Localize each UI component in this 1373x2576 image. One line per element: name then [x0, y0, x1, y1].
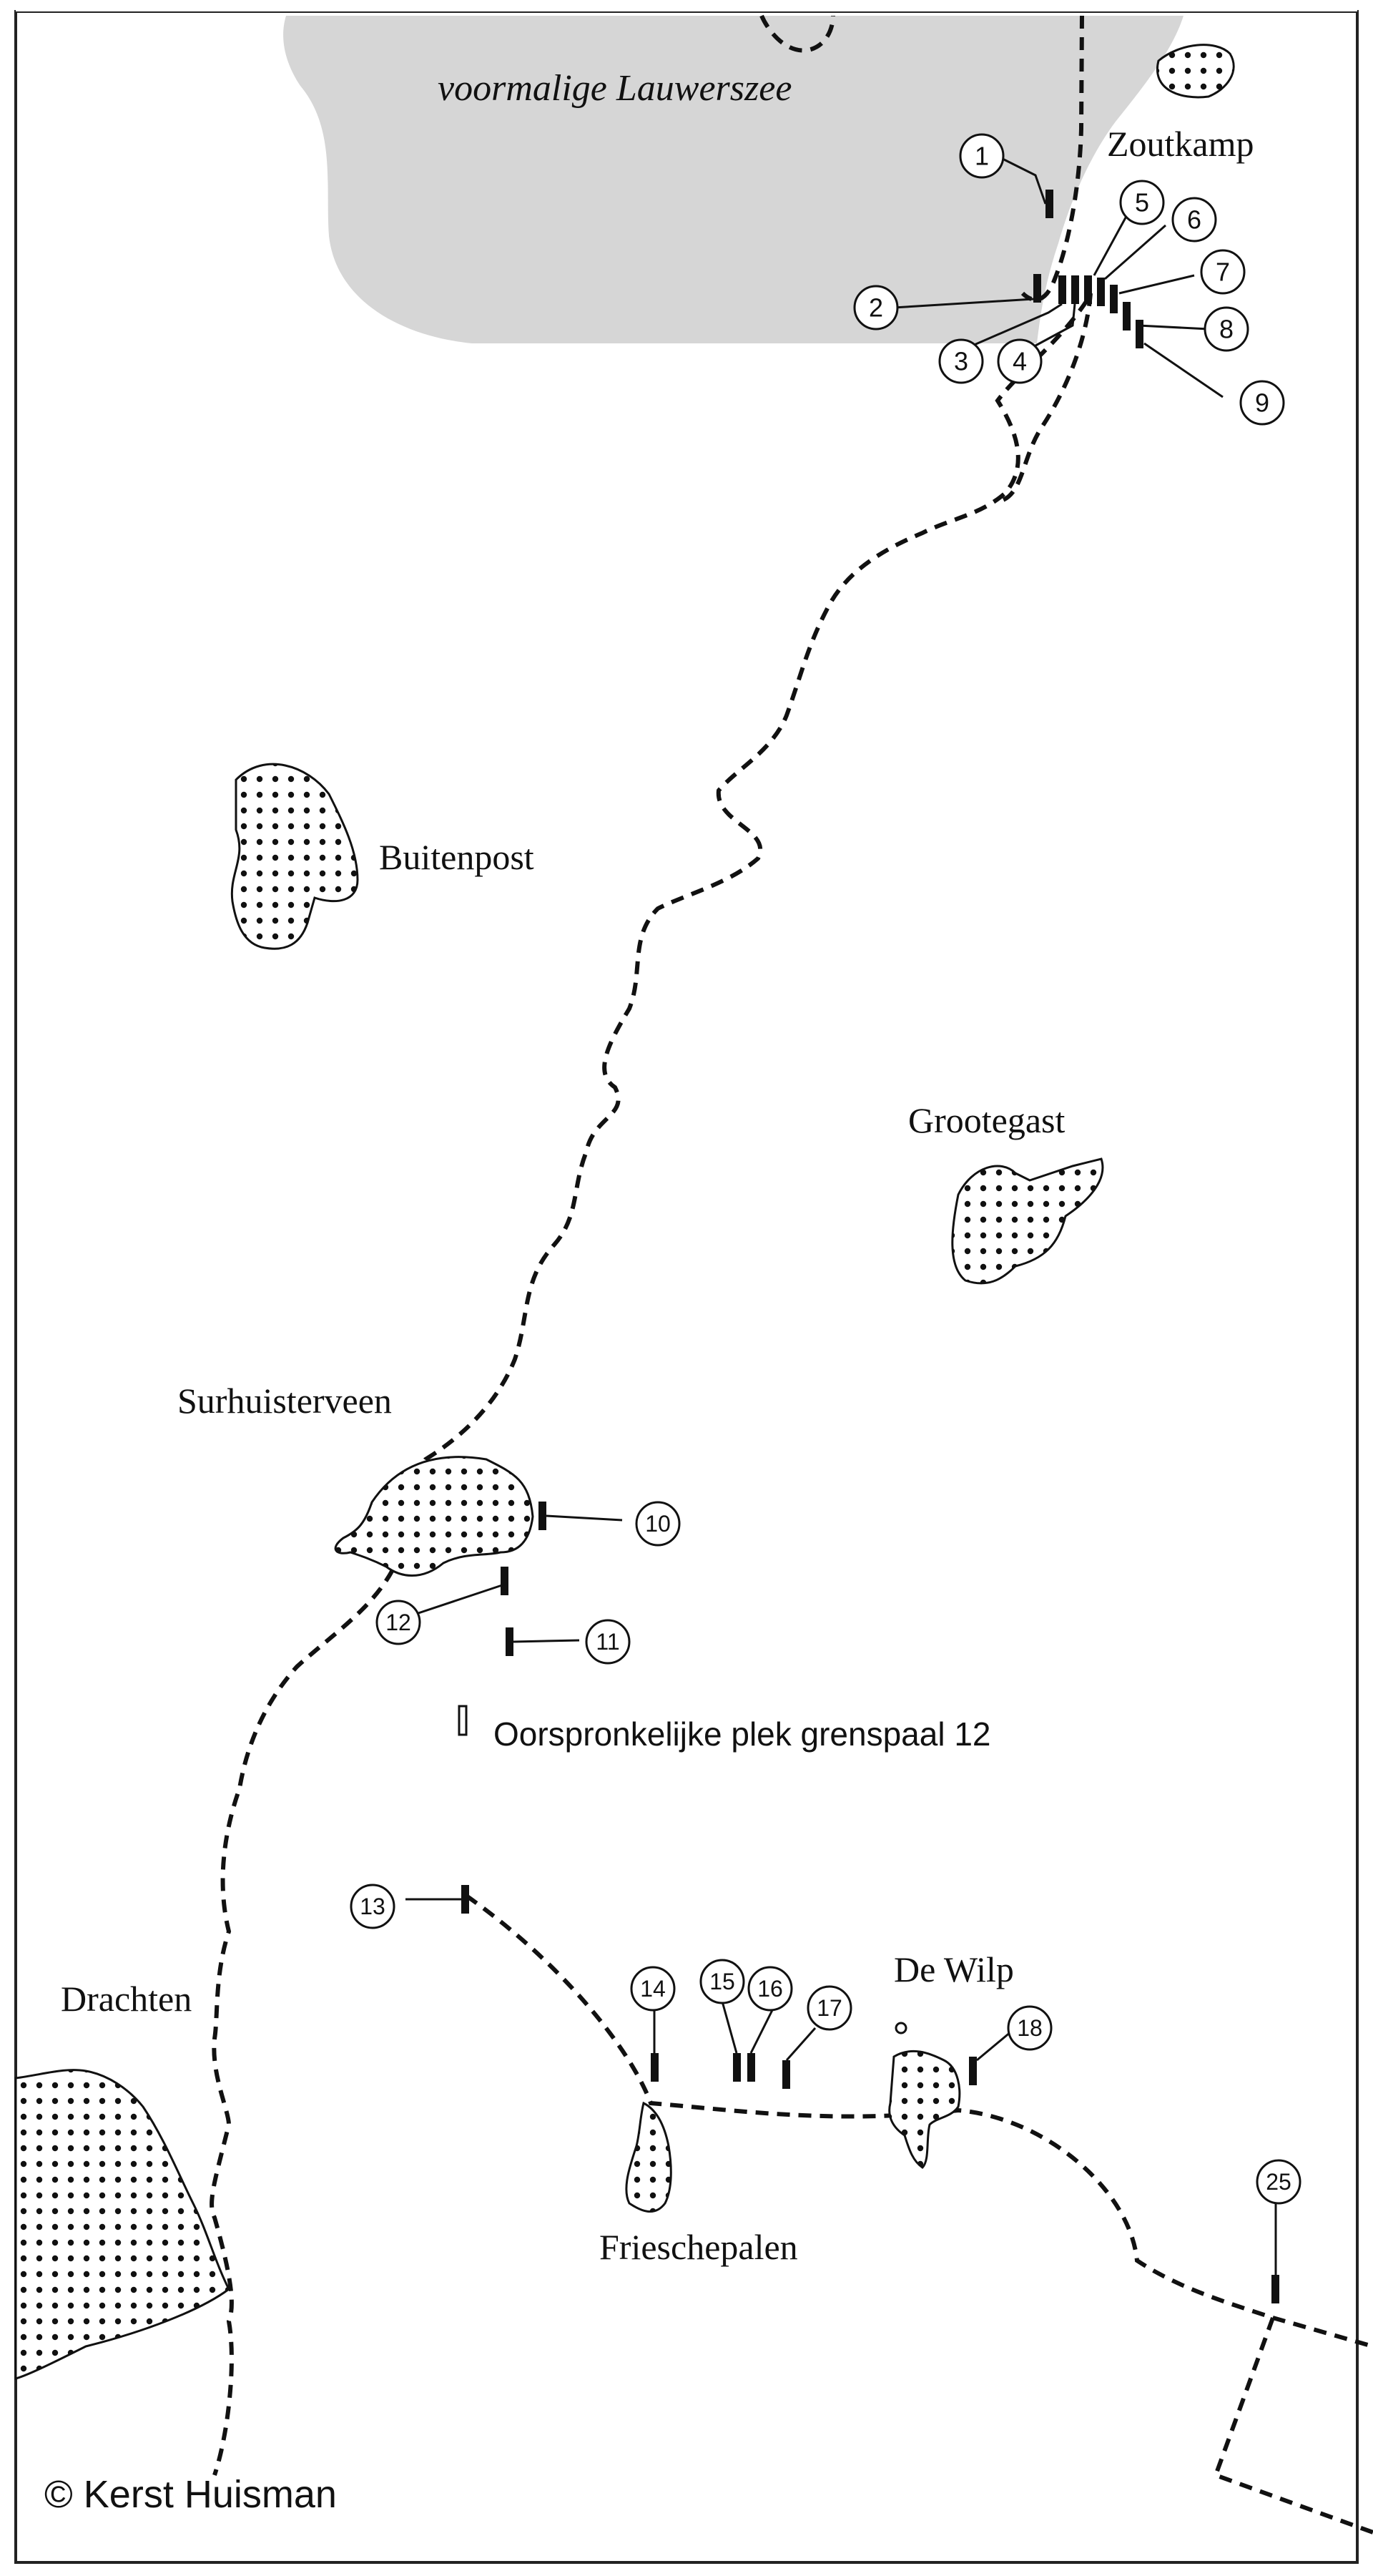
- town-label-grootegast: Grootegast: [908, 1100, 1065, 1140]
- marker-circle-18: [1007, 2005, 1053, 2051]
- marker-circle-15: [699, 1959, 745, 2004]
- marker-circle-10: [635, 1501, 681, 1547]
- marker-number-12: 12: [385, 1610, 411, 1635]
- marker-circles: [350, 133, 1301, 2205]
- marker-number-3: 3: [954, 347, 968, 376]
- town-label-surhuisterveen: Surhuisterveen: [177, 1381, 392, 1421]
- town-drachten-shape: [14, 2069, 230, 2380]
- town-grootegast-shape: [951, 1157, 1104, 1285]
- marker-number-6: 6: [1187, 205, 1201, 235]
- town-surhuisterveen-shape: [334, 1456, 534, 1577]
- marker-number-10: 10: [645, 1511, 671, 1537]
- marker-number-25: 25: [1266, 2169, 1291, 2195]
- border-posts: [458, 190, 1279, 2303]
- lake-lauwerszee: [283, 16, 1184, 343]
- marker-number-2: 2: [869, 293, 883, 323]
- marker-circle-1: [959, 133, 1005, 179]
- town-label-buitenpost: Buitenpost: [379, 837, 534, 877]
- lake-label: voormalige Lauwerszee: [438, 68, 792, 109]
- marker-circle-2: [853, 285, 899, 330]
- marker-number-5: 5: [1135, 188, 1149, 217]
- town-frieschepalen-shape: [625, 2101, 672, 2213]
- marker-circle-5: [1119, 180, 1165, 225]
- marker-number-16: 16: [757, 1976, 783, 2002]
- marker-circle-7: [1200, 249, 1246, 295]
- marker-circle-16: [747, 1966, 793, 2012]
- town-label-drachten: Drachten: [61, 1979, 192, 2019]
- marker-circle-6: [1171, 197, 1217, 243]
- town-label-frieschepalen: Frieschepalen: [599, 2227, 798, 2267]
- marker-number-17: 17: [817, 1995, 842, 2021]
- marker-circle-14: [630, 1966, 676, 2012]
- de-wilp-tower-icon: [895, 2022, 907, 2034]
- town-label-de-wilp: De Wilp: [894, 1949, 1014, 1989]
- map-frame: [14, 10, 1359, 2564]
- marker-number-15: 15: [709, 1969, 735, 1994]
- town-de-wilp-shape: [888, 2049, 961, 2169]
- marker-circle-4: [997, 338, 1043, 384]
- marker-circle-17: [807, 1985, 852, 2031]
- marker-circle-8: [1204, 306, 1249, 352]
- marker-number-7: 7: [1216, 258, 1230, 287]
- marker-circle-3: [938, 338, 984, 384]
- marker-circle-9: [1239, 380, 1285, 426]
- marker-number-14: 14: [640, 1976, 666, 2002]
- marker-circle-13: [350, 1884, 395, 1929]
- marker-number-9: 9: [1255, 388, 1269, 418]
- marker-circle-11: [585, 1619, 631, 1665]
- marker-number-4: 4: [1013, 347, 1027, 376]
- marker-circle-12: [375, 1600, 421, 1645]
- marker-number-1: 1: [975, 142, 989, 171]
- marker-number-8: 8: [1219, 315, 1234, 344]
- original-location-label: Oorspronkelijke plek grenspaal 12: [493, 1715, 991, 1753]
- town-label-zoutkamp: Zoutkamp: [1107, 124, 1254, 164]
- marker-number-18: 18: [1017, 2015, 1043, 2041]
- marker-circle-25: [1256, 2159, 1301, 2205]
- copyright-text: © Kerst Huisman: [44, 2473, 337, 2516]
- marker-number-13: 13: [360, 1894, 385, 1919]
- town-zoutkamp-shape: [1156, 44, 1235, 99]
- top-strip: [16, 0, 1357, 11]
- town-buitenpost-shape: [230, 763, 359, 950]
- marker-number-11: 11: [596, 1629, 619, 1655]
